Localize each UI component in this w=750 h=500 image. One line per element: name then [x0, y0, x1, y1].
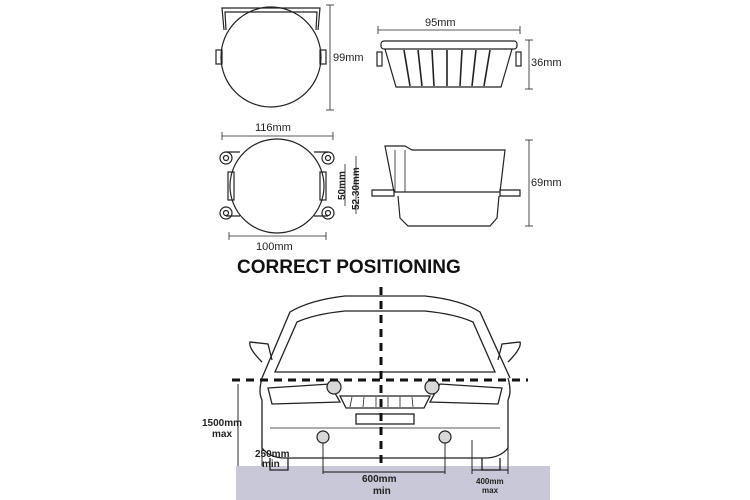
front-lens-outline: [220, 6, 322, 108]
mount-right-clip: [319, 171, 327, 201]
front-height-label: 99mm: [333, 52, 364, 64]
max-height-qualifier: max: [212, 429, 232, 440]
min-ground-value: 250mm: [255, 449, 290, 460]
mount-lens-outline: [229, 138, 325, 234]
total-depth-label: 69mm: [531, 177, 562, 189]
min-spacing-qualifier: min: [373, 486, 391, 497]
min-ground-qualifier: min: [262, 459, 280, 470]
max-height-value: 1500mm: [202, 418, 242, 429]
ear-top-right: [321, 151, 335, 165]
mount-inner-height-label: 50mm: [337, 171, 348, 200]
side-view: [376, 26, 533, 90]
min-spacing-value: 600mm: [362, 474, 397, 485]
lamp-lower-left: [316, 430, 330, 444]
car-roofline: [261, 295, 511, 379]
profile-left-flange: [371, 189, 395, 197]
side-tab-left: [376, 51, 383, 67]
car-windshield: [274, 310, 496, 373]
front-bracket: [221, 7, 321, 31]
max-edge-qualifier: max: [482, 486, 499, 495]
profile-housing: [384, 145, 506, 193]
side-width-label: 95mm: [425, 17, 456, 29]
ear-bottom-right: [321, 206, 335, 220]
side-heatsink-body: [384, 48, 513, 88]
right-headlight: [428, 383, 503, 405]
fog-lamps: [316, 379, 452, 444]
car-front-view: [249, 295, 521, 471]
mount-view: [219, 132, 357, 240]
mount-center-height-label: 52.30mm: [351, 167, 362, 210]
left-headlight: [267, 383, 342, 405]
mount-left-clip: [227, 171, 235, 201]
profile-rear-body: [397, 195, 500, 227]
front-view: [215, 4, 334, 111]
lamp-upper-left: [326, 379, 342, 395]
left-tab: [215, 49, 223, 65]
ear-bottom-left: [219, 206, 233, 220]
side-tab-right: [515, 51, 522, 67]
right-mirror: [497, 341, 521, 363]
side-bezel: [380, 40, 518, 50]
right-tab: [319, 49, 327, 65]
side-depth-label: 36mm: [531, 57, 562, 69]
car-body: [259, 377, 511, 459]
front-bracket-inner: [224, 11, 318, 31]
car-grille: [338, 395, 432, 409]
profile-right-flange: [499, 189, 521, 197]
lamp-lower-right: [438, 430, 452, 444]
profile-view: [371, 139, 533, 227]
left-mirror: [249, 341, 273, 363]
mount-lens-width-label: 100mm: [256, 241, 293, 253]
guide-lines: [232, 287, 528, 474]
lamp-upper-right: [424, 379, 440, 395]
license-plate: [355, 413, 415, 425]
ear-top-left: [219, 151, 233, 165]
positioning-title: CORRECT POSITIONING: [237, 257, 461, 278]
max-edge-value: 400mm: [476, 477, 504, 486]
mount-width-label: 116mm: [255, 122, 291, 134]
